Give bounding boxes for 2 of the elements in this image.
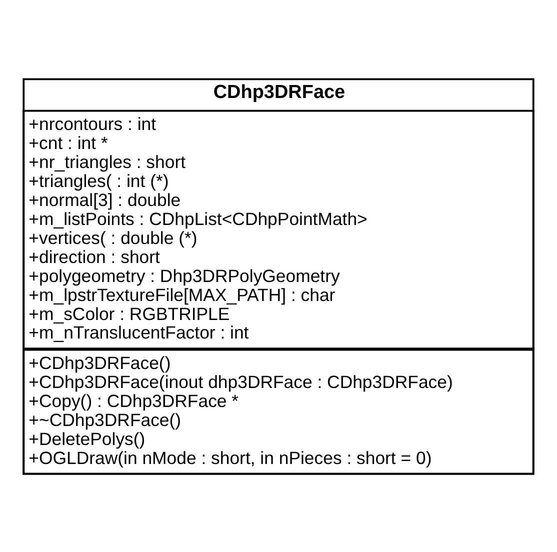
node-box: +nrcontours : int +cnt : int * +nr_triangles : short +triangles( : int (*) +normal[3] : double +m_listPoints : CDhpList<CDhpPointMath> +vertices( : double (*) +direction : short +polygeometry : Dhp3DRPolyGeometry +m_lpstrTextureFile[MAX_PATH] : char +m_sColor : RGBTRIPLE +m_nTranslucentFactor : int bbox=[22, 109, 534, 350]
node-box: +CDhp3DRFace() +CDhp3DRFace(inout dhp3DRFace : CDhp3DRFace) +Copy() : CDhp3DRFace * +~CDhp3DRFace() +DeletePolys() +OGLDraw(in nMode : short, in nPieces : short = 0) bbox=[22, 348, 534, 474]
